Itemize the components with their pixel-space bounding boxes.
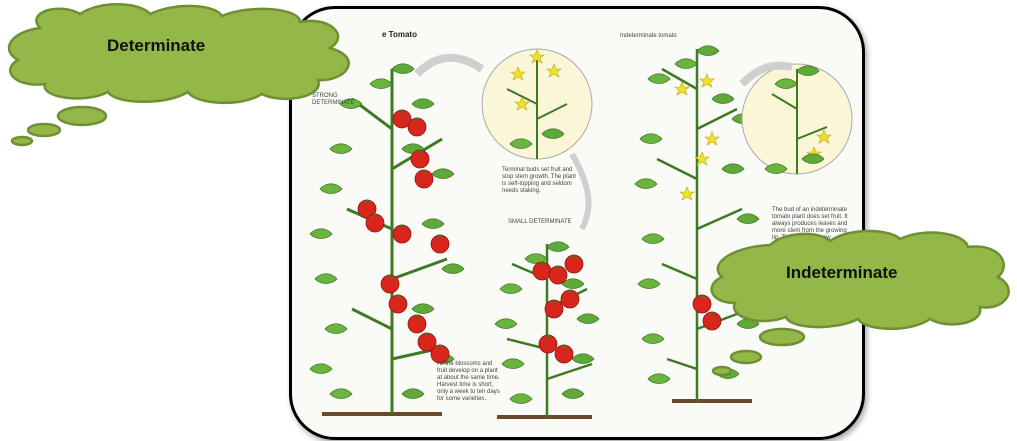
indeterminate-bubble: [700, 225, 1017, 390]
right-panel-title: Indeterminate tomato: [620, 33, 700, 40]
terminal-bud-text: Terminal buds set fruit and stop stem gr…: [502, 167, 580, 195]
indeterminate-callout: Indeterminate: [786, 263, 897, 283]
left-panel-title: e Tomato: [382, 31, 417, 38]
determinate-callout: Determinate: [107, 36, 205, 56]
blossom-text: All the blossoms and fruit develop on a …: [437, 361, 501, 403]
small-determinate-plant: [495, 242, 599, 417]
small-determinate-label: SMALL DETERMINATE: [508, 219, 588, 226]
determinate-bubble: [0, 0, 380, 160]
